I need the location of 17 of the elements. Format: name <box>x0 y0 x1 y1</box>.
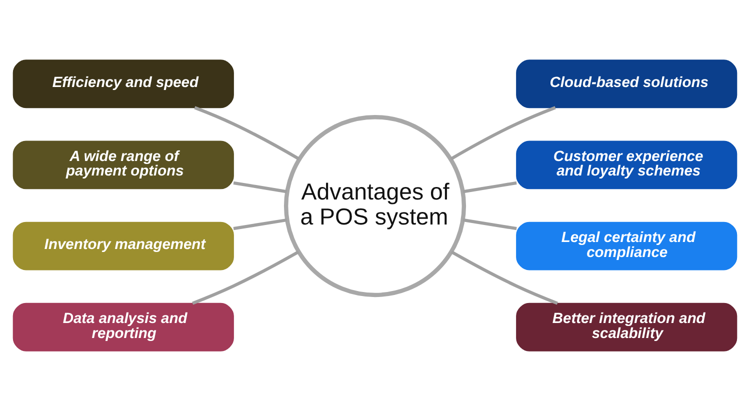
node-box: A wide range of payment options <box>12 140 234 189</box>
node-circle: Advantages of a POS system <box>284 114 466 297</box>
connector <box>192 250 300 304</box>
connector <box>233 180 288 193</box>
connector <box>194 106 300 160</box>
node-box: Efficiency and speed <box>12 59 234 108</box>
connector <box>450 106 556 160</box>
node-box: Better integration and scalability <box>516 302 738 351</box>
connector <box>233 218 288 230</box>
node-box: Legal certainty and compliance <box>516 221 738 270</box>
connector <box>450 250 558 304</box>
connector <box>462 180 517 193</box>
node-box: Customer experience and loyalty schemes <box>516 140 738 189</box>
node-box: Cloud-based solutions <box>516 59 738 108</box>
node-box: Data analysis and reporting <box>12 302 234 351</box>
node-box: Inventory management <box>12 221 234 270</box>
connector <box>462 218 517 230</box>
